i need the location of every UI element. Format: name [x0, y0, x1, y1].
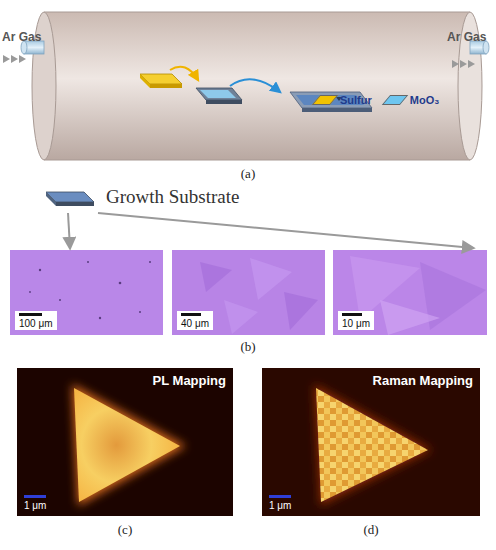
substrate-icon: [56, 202, 94, 206]
panel-letter: (a): [241, 166, 255, 182]
raman-map-image: [262, 368, 480, 516]
growth-substrate-in-tube: [302, 108, 372, 112]
panel-letter: (b): [240, 339, 255, 355]
scale-bar-label: 100 μm: [15, 311, 57, 330]
gas-flow-arrows: [3, 55, 10, 63]
sulfur-boat: [140, 74, 182, 88]
gas-flow-arrows: [460, 60, 467, 68]
moo3-boat: [206, 100, 242, 104]
moo3-boat: [196, 88, 242, 100]
raman-map-panel: Raman Mapping 1 μm: [262, 368, 480, 516]
scale-bar-label: 1 μm: [24, 495, 46, 511]
scale-bar-label: 10 μm: [338, 311, 374, 330]
gas-flow-arrows: [19, 55, 26, 63]
vapor-flow-arrows: [230, 79, 280, 92]
raman-map-image: [314, 384, 432, 506]
growth-substrate-in-tube: [290, 92, 372, 108]
micrograph-panel: 100 μm: [10, 250, 163, 335]
micrograph-image: [224, 300, 258, 334]
vapor-flow-arrows: [170, 67, 280, 92]
raman-map-image: [316, 388, 428, 502]
growth-substrate-in-tube: [290, 92, 372, 112]
substrate-label: Growth Substrate: [106, 186, 240, 207]
micrograph-image: [87, 261, 89, 263]
connector-arrow: [68, 213, 70, 248]
pl-map-image: [74, 388, 180, 502]
pl-map-image: [17, 368, 233, 516]
legend-item: MoO₃: [386, 94, 440, 106]
substrate-icon: [46, 192, 94, 206]
micrograph-image: [149, 261, 151, 263]
legend-label: Sulfur: [340, 94, 372, 106]
sulfur-boat: [150, 84, 182, 88]
quartz-tube: [32, 12, 482, 160]
legend: Sulfur MoO₃: [316, 94, 439, 106]
gas-label: Ar Gas: [2, 30, 41, 44]
micrograph-image: [99, 317, 101, 319]
gas-flow-arrows: [468, 60, 475, 68]
quartz-tube: [44, 160, 470, 161]
micrograph-image: [333, 250, 487, 335]
quartz-tube: [44, 12, 470, 160]
sulfur-boat: [140, 74, 150, 88]
map-title: PL Mapping: [153, 373, 226, 388]
raman-map-image: [262, 368, 480, 516]
micrograph-image: [172, 250, 325, 335]
pl-map-panel: PL Mapping 1 μm: [17, 368, 233, 516]
micrograph-image: [139, 311, 141, 313]
gas-flow-arrows: [11, 55, 18, 63]
micrograph-image: [380, 300, 440, 335]
micrograph-image: [200, 262, 232, 292]
legend-swatch: [312, 95, 338, 105]
micrograph-image: [59, 299, 61, 301]
scale-bar-label: 40 μm: [177, 311, 213, 330]
legend-label: MoO₃: [410, 94, 440, 106]
panel-letter: (d): [363, 522, 378, 538]
micrograph-image: [284, 292, 318, 330]
substrate-label-box: Growth Substrate: [40, 184, 240, 212]
map-title: Raman Mapping: [373, 373, 473, 388]
legend-item: Sulfur: [316, 94, 372, 106]
gas-flow-arrows: [3, 55, 475, 68]
micrograph-panel: 40 μm: [172, 250, 325, 335]
pl-map-image: [72, 384, 186, 506]
micrograph-image: [10, 250, 487, 335]
connector-arrow: [98, 213, 473, 248]
micrograph-panel: 10 μm: [333, 250, 487, 335]
pl-map-image: [17, 368, 233, 516]
vapor-flow-arrows: [170, 67, 198, 80]
moo3-boat: [200, 90, 236, 98]
micrograph-image: [29, 291, 31, 293]
substrate-icon: [46, 192, 56, 206]
scale-bar-label: 1 μm: [269, 495, 291, 511]
panel-letter: (c): [118, 522, 132, 538]
micrograph-image: [119, 282, 122, 285]
moo3-boat: [196, 88, 242, 104]
gas-flow-arrows: [452, 60, 459, 68]
quartz-tube: [44, 12, 470, 13]
legend-swatch: [382, 95, 408, 105]
micrograph-image: [39, 269, 41, 271]
gas-label: Ar Gas: [447, 30, 486, 44]
micrograph-image: [10, 250, 163, 335]
